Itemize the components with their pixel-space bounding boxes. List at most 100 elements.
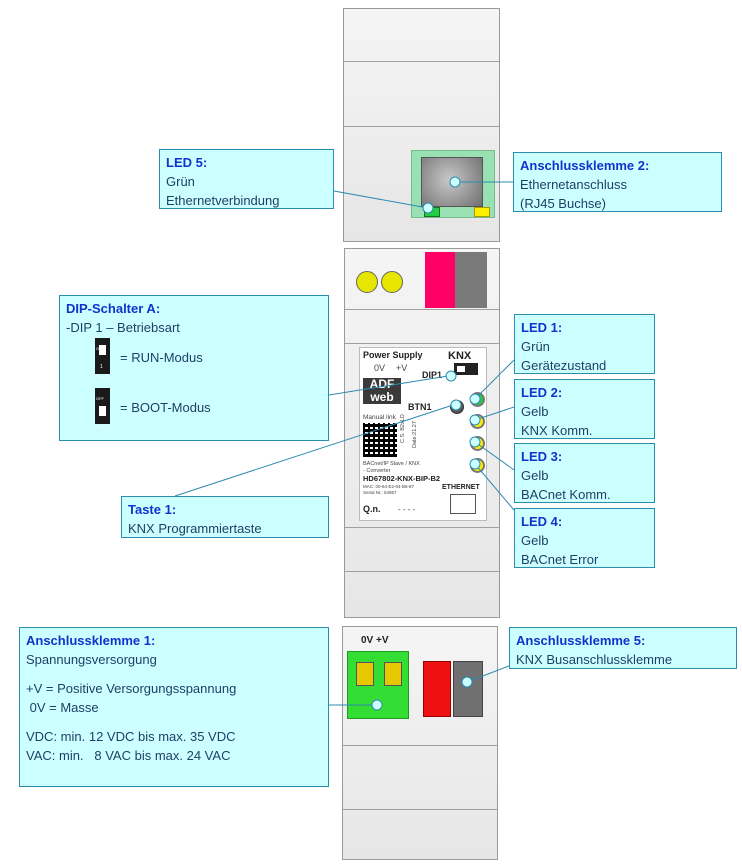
led5-green-indicator [424, 207, 440, 217]
callout-title: LED 2: [521, 385, 563, 400]
callout-line: VDC: min. 12 VDC bis max. 35 VDC [26, 729, 236, 744]
callout-line: Ethernetverbindung [166, 193, 280, 208]
callout-title: LED 1: [521, 320, 563, 335]
bacnet-text: BACnet/IP Slave / KNX [363, 461, 420, 467]
screw-right [381, 271, 403, 293]
cs-text: C.S. B2xLD [400, 414, 406, 443]
power-terminal-block[interactable] [347, 651, 409, 719]
manual-link-text[interactable]: Manual link [363, 414, 396, 421]
callout-title: Anschlussklemme 2: [520, 158, 650, 173]
device-top-module [343, 8, 500, 242]
knx-bus-terminal-red[interactable] [423, 661, 451, 717]
callout-line: +V = Positive Versorgungsspannung [26, 681, 237, 696]
terminal-screw-0v [356, 662, 374, 686]
callout-line: BACnet Error [521, 552, 599, 567]
power-supply-text: Power Supply [363, 350, 423, 360]
callout-led5: LED 5: Grün Ethernetverbindung [159, 149, 334, 209]
callout-line: 0V = Masse [26, 700, 99, 715]
dip-on-text: ON [98, 424, 104, 429]
callout-title: DIP-Schalter A: [66, 301, 161, 316]
dip-run-knob [99, 345, 106, 355]
zero-v-text: 0V [374, 363, 386, 373]
callout-title: LED 5: [166, 155, 208, 170]
plus-v-text: +V [396, 363, 408, 373]
callout-taste1: Taste 1: KNX Programmiertaste [121, 496, 329, 538]
btn1-button[interactable] [450, 400, 464, 414]
callout-title: Anschlussklemme 5: [516, 633, 646, 648]
middle-divider-2 [345, 343, 499, 344]
bottom-divider-2 [343, 809, 497, 810]
callout-anschluss2: Anschlussklemme 2: Ethernetanschluss (RJ… [513, 152, 722, 212]
dip-off-text: OFF [96, 396, 104, 401]
callout-line: Spannungsversorgung [26, 652, 157, 667]
dip-run-label: = RUN-Modus [120, 350, 203, 365]
dip1-text: DIP1 [422, 370, 443, 380]
middle-divider-1 [345, 309, 499, 310]
callout-spacer [26, 669, 322, 679]
callout-led1: LED 1: Grün Gerätezustand [514, 314, 655, 374]
callout-line: BACnet Komm. [521, 487, 611, 502]
qr-code [363, 423, 397, 457]
knx-bus-terminal-grey [453, 661, 483, 717]
date-text: Date:21.27 [412, 421, 418, 448]
dip-switch-device[interactable] [454, 363, 478, 375]
screw-left [356, 271, 378, 293]
top-divider-2 [344, 126, 499, 127]
middle-divider-3 [345, 527, 499, 528]
top-divider-1 [344, 61, 499, 62]
model-text: HD67802-KNX-BIP-B2 [363, 474, 441, 483]
terminal-screw-plusv [384, 662, 402, 686]
mac-text: MAC: 00-64-E2-04-B6-87 [363, 484, 415, 489]
callout-anschluss5: Anschlussklemme 5: KNX Busanschlussklemm… [509, 627, 737, 669]
callout-line: Ethernetanschluss [520, 177, 627, 192]
callout-line: KNX Programmiertaste [128, 521, 262, 536]
callout-anschluss1: Anschlussklemme 1: Spannungsversorgung +… [19, 627, 329, 787]
dip-boot-icon: OFF ON [95, 388, 110, 429]
qn-text: Q.n. [363, 504, 381, 514]
callout-dip: DIP-Schalter A: -DIP 1 – Betriebsart OFF… [59, 295, 329, 441]
callout-line: Gelb [521, 468, 549, 483]
terminal-label: 0V +V [361, 635, 389, 646]
dip-one-text: 1 [100, 364, 103, 370]
middle-divider-4 [345, 571, 499, 572]
dip-run-icon: OFF 1 ON [95, 338, 110, 379]
led2-yellow [470, 414, 485, 429]
knx-connector-pink[interactable] [425, 252, 455, 308]
callout-title: Anschlussklemme 1: [26, 633, 156, 648]
callout-line: VAC: min. 8 VAC bis max. 24 VAC [26, 748, 231, 763]
dip-switch-knob [457, 366, 465, 372]
btn1-text: BTN1 [408, 402, 432, 412]
led3-yellow [470, 436, 485, 451]
callout-led2: LED 2: Gelb KNX Komm. [514, 379, 655, 439]
dip-boot-label: = BOOT-Modus [120, 400, 211, 415]
ethernet-port-icon [450, 494, 476, 514]
dip-boot-knob [99, 406, 106, 416]
knx-connector-grey [455, 252, 487, 308]
callout-line: Grün [166, 174, 195, 189]
rj45-socket [421, 157, 483, 207]
callout-line: KNX Komm. [521, 423, 593, 438]
callout-line: Grün [521, 339, 550, 354]
ethernet-text: ETHERNET [442, 484, 480, 491]
rj45-port[interactable] [411, 150, 495, 218]
led4-yellow [470, 458, 485, 473]
callout-spacer [26, 717, 322, 727]
dashes-text: - - - - [398, 505, 416, 514]
callout-line: (RJ45 Buchse) [520, 196, 606, 211]
callout-line: Gelb [521, 533, 549, 548]
callout-led3: LED 3: Gelb BACnet Komm. [514, 443, 655, 503]
callout-line: Gerätezustand [521, 358, 607, 373]
callout-line: Gelb [521, 404, 549, 419]
callout-title: Taste 1: [128, 502, 177, 517]
device-bottom-module: 0V +V [342, 626, 498, 860]
bottom-divider-1 [343, 745, 497, 746]
led1-green [470, 392, 485, 407]
callout-led4: LED 4: Gelb BACnet Error [514, 508, 655, 568]
callout-title: LED 4: [521, 514, 563, 529]
callout-line: -DIP 1 – Betriebsart [66, 320, 180, 335]
ethernet-yellow-indicator [474, 207, 490, 217]
serial-text: Serial Nr.: 54957 [363, 490, 397, 495]
